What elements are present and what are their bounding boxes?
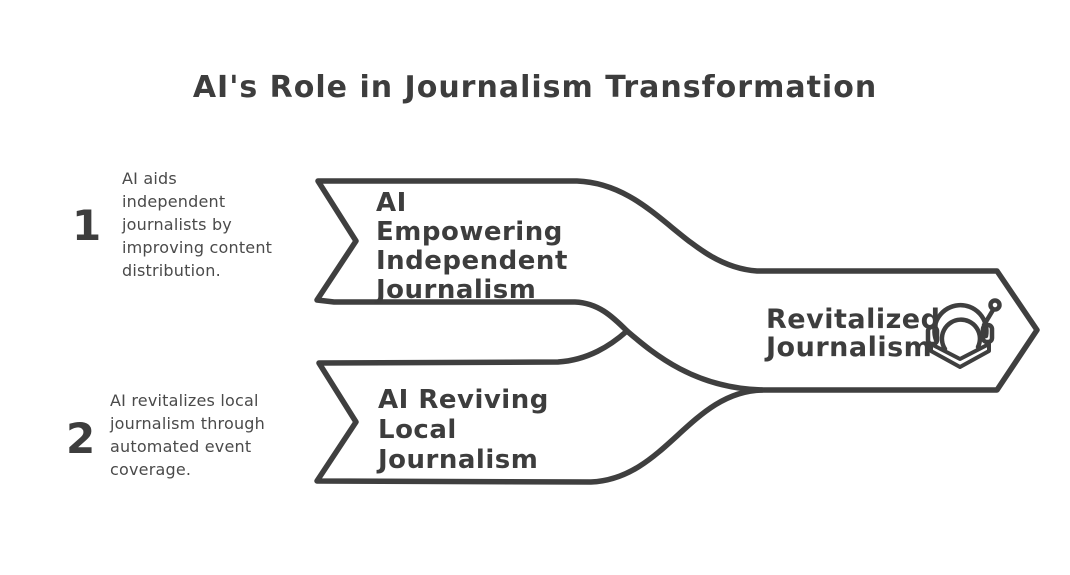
head-arc xyxy=(939,317,983,352)
right-ear-pad xyxy=(980,322,995,345)
step-2-number: 2 xyxy=(66,414,96,463)
antenna-line xyxy=(981,307,996,328)
step-2-description: AI revitalizes local journalism through … xyxy=(110,391,265,479)
merged-ribbons-outline xyxy=(314,178,1040,485)
headphones-book-robot-icon xyxy=(925,298,1002,369)
open-book xyxy=(929,342,991,369)
result-label: Revitalized Journalism xyxy=(766,304,941,363)
antenna-ball xyxy=(988,298,1002,312)
merge-inner-edge xyxy=(624,328,765,393)
diagram-title: AI's Role in Journalism Transformation xyxy=(192,70,878,105)
step-1-number: 1 xyxy=(72,201,102,250)
ribbon-1-label: AI Empowering Independent Journalism xyxy=(376,188,568,305)
ribbon-2-label: AI Reviving Local Journalism xyxy=(378,385,549,475)
step-1-description: AI aids independent journalists by impro… xyxy=(122,169,273,280)
